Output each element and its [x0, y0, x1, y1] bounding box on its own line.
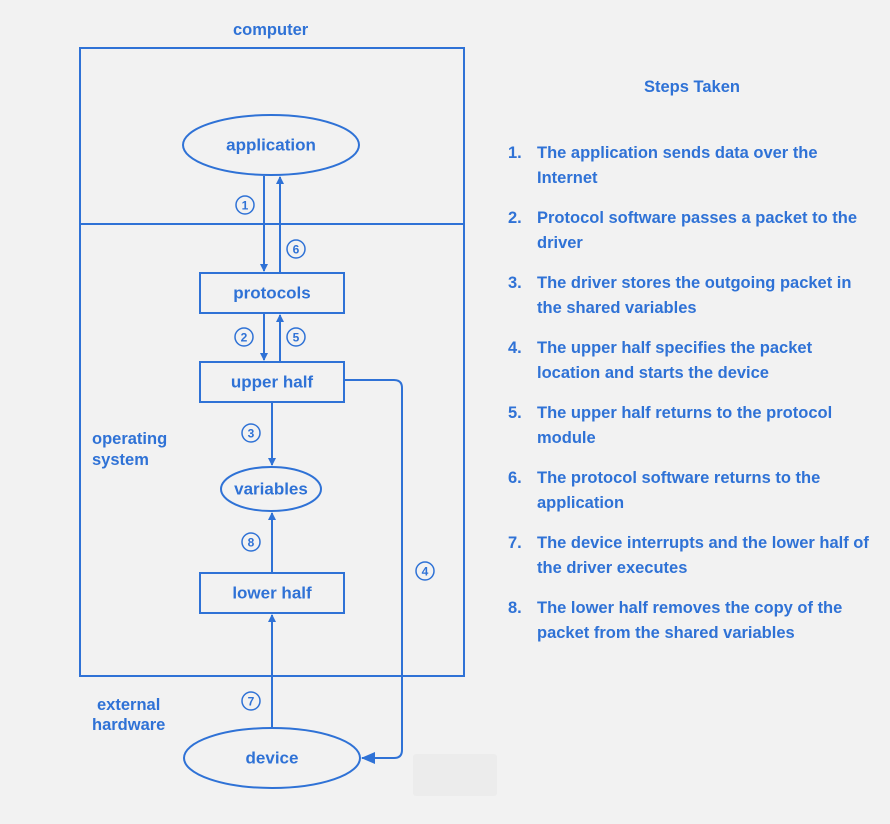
arrow-4 — [344, 379, 403, 764]
faint-overlay-box — [413, 754, 497, 796]
step-marker-2: 2 — [241, 331, 248, 345]
step-marker-1-circle — [235, 195, 255, 215]
external-hardware-label-line2: hardware — [92, 716, 166, 734]
step-marker-4: 4 — [422, 565, 429, 579]
step-marker-3: 3 — [248, 427, 255, 441]
step-marker-8-circle — [241, 532, 261, 552]
application-label: application — [226, 136, 316, 155]
step-marker-6-circle — [286, 239, 306, 259]
step-marker-6: 6 — [293, 243, 300, 257]
variables-label: variables — [234, 480, 308, 499]
step-number: 6. — [508, 469, 522, 487]
step-text: Protocol software passes a packet to the… — [537, 209, 858, 252]
protocols-node — [199, 272, 345, 314]
step-number: 4. — [508, 339, 522, 357]
step-item: 2. Protocol software passes a packet to t… — [508, 206, 878, 256]
step-number: 7. — [508, 534, 522, 552]
step-number: 1. — [508, 144, 522, 162]
device-node — [183, 727, 361, 789]
step-text: The device interrupts and the lower half… — [537, 534, 869, 577]
step-number: 3. — [508, 274, 522, 292]
step-marker-2-circle — [234, 327, 254, 347]
variables-node — [220, 466, 322, 512]
steps-title: Steps Taken — [644, 78, 740, 96]
step-text: The driver stores the outgoing packet in… — [537, 274, 852, 317]
application-node — [182, 114, 360, 176]
step-item: 6. The protocol software returns to the a… — [508, 466, 878, 516]
step-marker-7-circle — [241, 691, 261, 711]
step-item: 7. The device interrupts and the lower ha… — [508, 531, 878, 581]
step-marker-8: 8 — [248, 536, 255, 550]
step-text: The application sends data over the Inte… — [537, 144, 818, 187]
lower-half-node — [199, 572, 345, 614]
step-marker-4-circle — [415, 561, 435, 581]
step-number: 8. — [508, 599, 522, 617]
step-text: The protocol software returns to the app… — [537, 469, 821, 512]
step-number: 5. — [508, 404, 522, 422]
step-item: 4. The upper half specifies the packet lo… — [508, 336, 878, 386]
device-label: device — [246, 749, 299, 768]
upper-half-label: upper half — [231, 373, 314, 392]
step-item: 3. The driver stores the outgoing packet … — [508, 271, 878, 321]
protocols-label: protocols — [233, 284, 310, 303]
external-hardware-label-line1: external — [97, 696, 161, 714]
upper-half-node — [199, 361, 345, 403]
operating-system-label-line1: operating — [92, 430, 168, 448]
step-text: The upper half specifies the packet loca… — [537, 339, 813, 382]
step-number: 2. — [508, 209, 522, 227]
step-marker-5-circle — [286, 327, 306, 347]
step-text: The lower half removes the copy of the p… — [537, 599, 843, 642]
operating-system-label-line2: system — [92, 451, 149, 469]
step-marker-1: 1 — [242, 199, 249, 213]
step-marker-5: 5 — [293, 331, 300, 345]
step-text: The upper half returns to the protocol m… — [537, 404, 833, 447]
steps-list: 1. The application sends data over the In… — [508, 141, 878, 661]
lower-half-label: lower half — [232, 584, 312, 603]
step-marker-3-circle — [241, 423, 261, 443]
step-item: 8. The lower half removes the copy of the… — [508, 596, 878, 646]
computer-label: computer — [233, 21, 309, 39]
step-marker-7: 7 — [248, 695, 255, 709]
step-item: 5. The upper half returns to the protocol… — [508, 401, 878, 451]
step-item: 1. The application sends data over the In… — [508, 141, 878, 191]
